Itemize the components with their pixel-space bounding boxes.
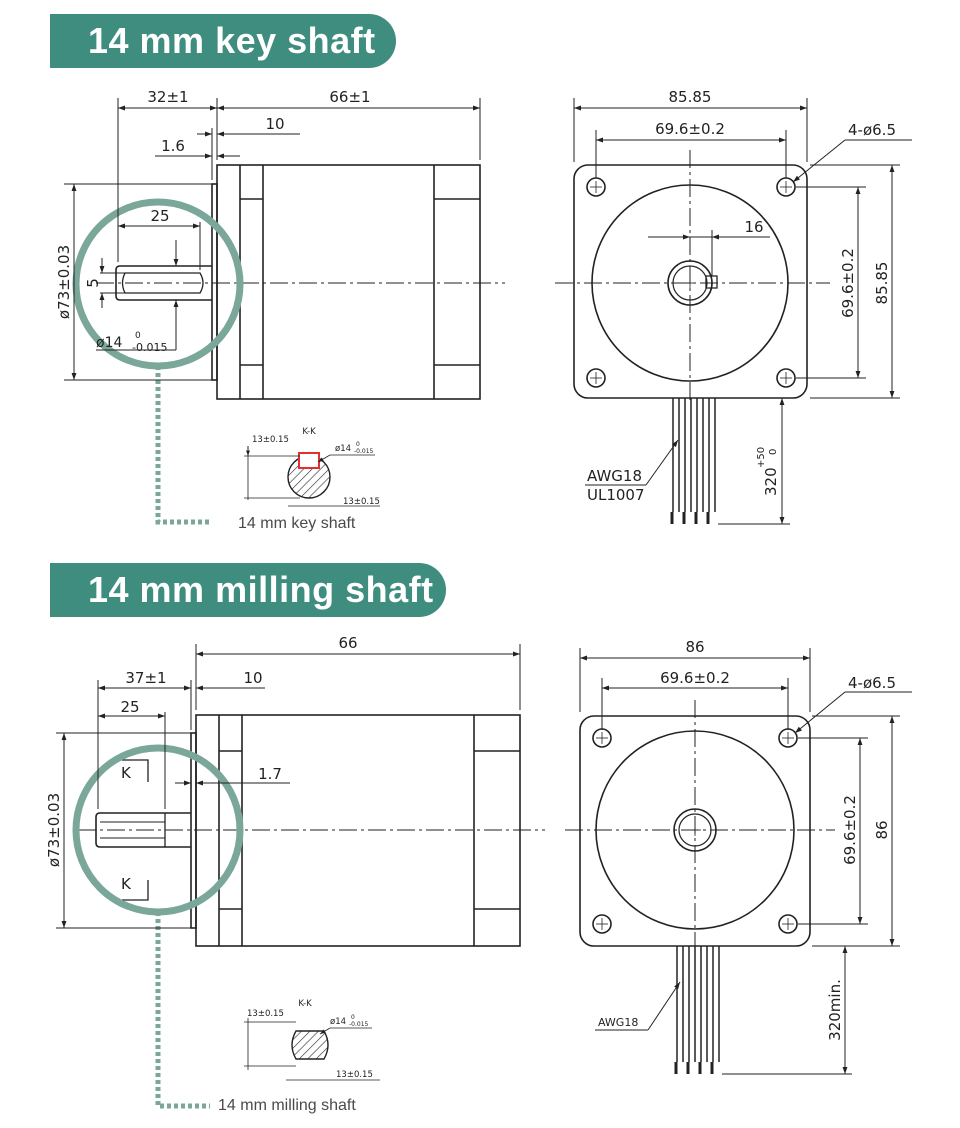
dim-flat-length: 25 xyxy=(120,698,139,716)
dim-step-2: 1.7 xyxy=(258,765,282,783)
dim-hole-pitch: 69.6±0.2 xyxy=(655,120,725,138)
dim-key-width: 5 xyxy=(84,278,102,288)
wire-standard: UL1007 xyxy=(587,486,645,504)
dim-hole-pitch-vertical-2: 69.6±0.2 xyxy=(841,795,859,865)
dim-body-length-2: 66 xyxy=(338,634,357,652)
dim-shaft-diameter: ø14 xyxy=(96,335,122,351)
caption-milling-shaft: 14 mm milling shaft xyxy=(218,1097,356,1114)
dim-pilot-diameter: ø73±0.03 xyxy=(55,245,73,319)
section-dim-2-2: 13±0.15 xyxy=(336,1070,373,1080)
dim-mounting-holes-2: 4-ø6.5 xyxy=(848,674,896,692)
dim-shaft-tol-down: -0.015 xyxy=(132,341,167,354)
dim-lead-tol-down: 0 xyxy=(768,449,779,455)
section-title-key-shaft: 14 mm key shaft xyxy=(50,14,396,68)
section-title: K-K xyxy=(302,427,316,437)
milling-shaft-section-kk: K-K 13±0.15 ø14 0 -0.015 13±0.15 xyxy=(244,999,380,1081)
dim-key-position: 16 xyxy=(744,218,763,236)
section-tol-down-2: -0.015 xyxy=(349,1021,369,1028)
milling-shaft-front-view xyxy=(565,700,835,1074)
section-dim-1-2: 13±0.15 xyxy=(247,1009,284,1019)
dim-shaft-tol-up: 0 xyxy=(135,331,141,341)
dim-lead-length: 320 xyxy=(762,467,780,496)
section-dim-1: 13±0.15 xyxy=(252,435,289,445)
dim-flange-size: 85.85 xyxy=(669,88,712,106)
milling-shaft-side-view xyxy=(78,714,545,947)
key-shaft-front-dimensions xyxy=(573,98,912,525)
section-diameter-2: ø14 xyxy=(330,1017,346,1027)
dim-flange: 10 xyxy=(265,115,284,133)
dim-step: 1.6 xyxy=(161,137,185,155)
milling-shaft-side-labels: 66 37±1 10 25 1.7 ø73±0.03 K K xyxy=(45,634,358,893)
cut-marker-bottom: K xyxy=(121,875,132,893)
key-shaft-front-view xyxy=(555,150,830,524)
dim-key-length: 25 xyxy=(150,207,169,225)
milling-shaft-front-dimensions xyxy=(579,648,912,1075)
dim-hole-pitch-vertical: 69.6±0.2 xyxy=(839,248,857,318)
section-diameter: ø14 xyxy=(335,444,351,454)
dim-shaft-length-2: 37±1 xyxy=(125,669,166,687)
key-shaft-side-dimensions xyxy=(64,98,481,381)
key-shaft-section-kk: K-K 13±0.15 ø14 0 -0.015 13±0.15 xyxy=(244,427,380,507)
dim-lead-length-2: 320min. xyxy=(826,979,844,1041)
section-tol-up-2: 0 xyxy=(351,1014,355,1021)
milling-shaft-side-dimensions xyxy=(56,644,521,929)
section-title-milling-shaft: 14 mm milling shaft xyxy=(50,563,446,617)
shaft-highlight-ring xyxy=(72,198,244,525)
caption-key-shaft: 14 mm key shaft xyxy=(238,515,356,532)
section-title-2: K-K xyxy=(298,999,312,1009)
section-tol-down: -0.015 xyxy=(354,448,374,455)
dim-body-length: 66±1 xyxy=(329,88,370,106)
milling-shaft-front-labels: 86 69.6±0.2 4-ø6.5 69.6±0.2 86 320min. A… xyxy=(598,638,896,1041)
dim-mounting-holes: 4-ø6.5 xyxy=(848,121,896,139)
key-shaft-side-labels: 32±1 66±1 10 1.6 25 5 ø73±0.03 ø14 0 -0.… xyxy=(55,88,371,354)
dim-hole-pitch-2: 69.6±0.2 xyxy=(660,669,730,687)
dim-flange-size-vertical-2: 86 xyxy=(873,820,891,839)
dim-flange-size-vertical: 85.85 xyxy=(873,262,891,305)
section-tol-up: 0 xyxy=(356,441,360,448)
dim-flange-2: 10 xyxy=(243,669,262,687)
cut-marker-top: K xyxy=(121,764,132,782)
dim-pilot-diameter-2: ø73±0.03 xyxy=(45,793,63,867)
dim-shaft-length: 32±1 xyxy=(147,88,188,106)
section-dim-2: 13±0.15 xyxy=(343,497,380,507)
key-shaft-front-labels: 85.85 69.6±0.2 4-ø6.5 16 69.6±0.2 85.85 … xyxy=(587,88,896,504)
dim-flange-size-2: 86 xyxy=(685,638,704,656)
wire-gauge: AWG18 xyxy=(587,467,642,485)
dim-lead-tol-up: +50 xyxy=(756,447,767,468)
wire-gauge-2: AWG18 xyxy=(598,1016,638,1029)
milling-shaft-highlight-ring xyxy=(72,744,244,1109)
